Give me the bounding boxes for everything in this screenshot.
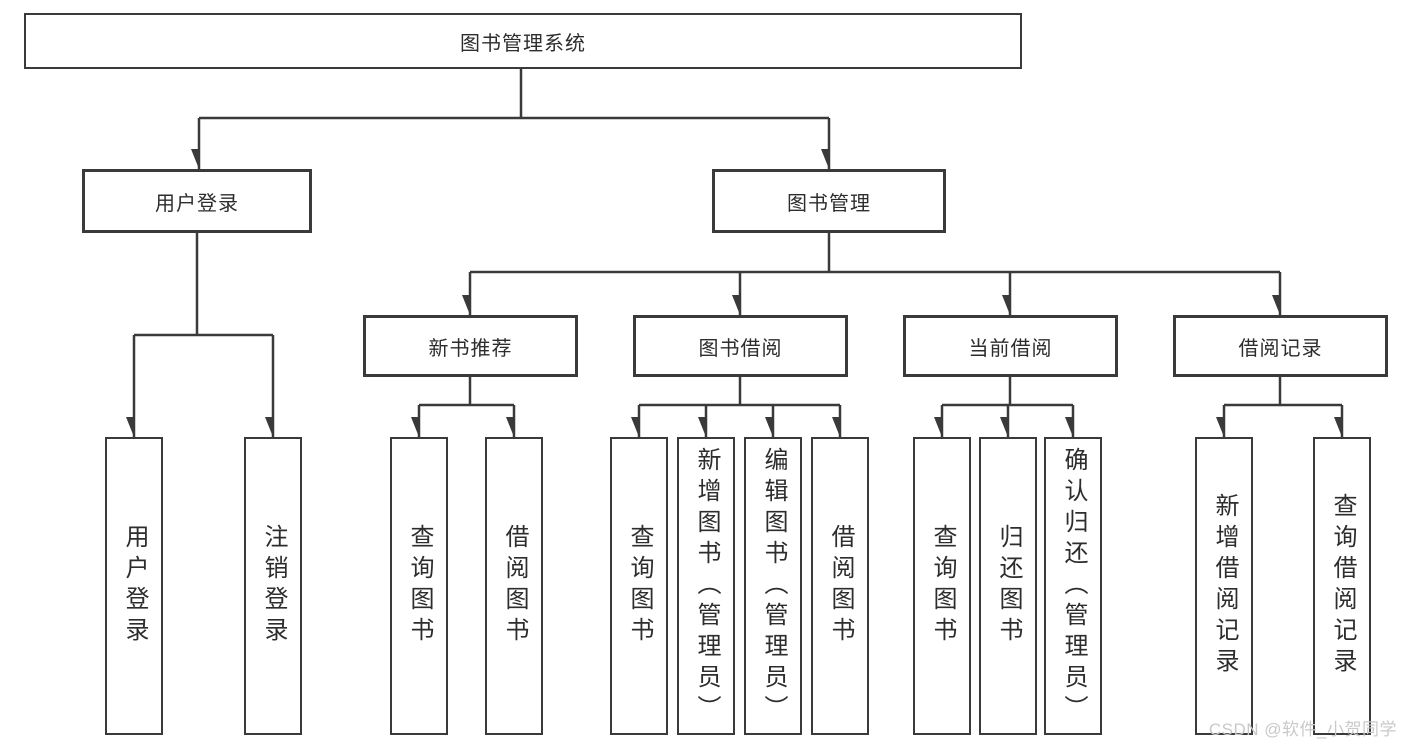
leaf-user-login: 用户登录: [105, 437, 163, 735]
node-current-borrowing-label: 当前借阅: [968, 337, 1053, 360]
node-book-management: 图书管理: [712, 169, 946, 233]
leaf-recommend-query-books-label: 查询图书: [406, 524, 433, 648]
leaf-add-book-admin-label: 新增图书（管理员）: [693, 446, 720, 726]
node-new-book-recommend: 新书推荐: [363, 315, 578, 377]
node-book-management-label: 图书管理: [787, 192, 871, 215]
node-new-book-recommend-label: 新书推荐: [428, 337, 513, 360]
leaf-query-borrow-record-label: 查询借阅记录: [1329, 493, 1356, 679]
leaf-recommend-borrow-books-label: 借阅图书: [501, 524, 528, 648]
leaf-add-borrow-record-label: 新增借阅记录: [1211, 493, 1238, 679]
leaf-recommend-borrow-books: 借阅图书: [485, 437, 543, 735]
node-user-login: 用户登录: [82, 169, 312, 233]
leaf-add-book-admin: 新增图书（管理员）: [677, 437, 735, 735]
node-book-borrowing: 图书借阅: [633, 315, 848, 377]
leaf-current-query-books-label: 查询图书: [929, 524, 956, 648]
leaf-borrow-query-books: 查询图书: [610, 437, 668, 735]
node-user-login-label: 用户登录: [155, 192, 239, 215]
leaf-current-query-books: 查询图书: [913, 437, 971, 735]
leaf-return-books: 归还图书: [979, 437, 1037, 735]
leaf-return-books-label: 归还图书: [995, 524, 1022, 648]
node-book-borrowing-label: 图书借阅: [698, 337, 783, 360]
leaf-edit-book-admin: 编辑图书（管理员）: [744, 437, 802, 735]
leaf-borrow-books: 借阅图书: [811, 437, 869, 735]
leaf-logout: 注销登录: [244, 437, 302, 735]
node-borrowing-records: 借阅记录: [1173, 315, 1388, 377]
node-current-borrowing: 当前借阅: [903, 315, 1118, 377]
leaf-edit-book-admin-label: 编辑图书（管理员）: [760, 446, 787, 726]
leaf-recommend-query-books: 查询图书: [390, 437, 448, 735]
leaf-confirm-return-admin: 确认归还（管理员）: [1044, 437, 1102, 735]
leaf-borrow-query-books-label: 查询图书: [626, 524, 653, 648]
leaf-logout-label: 注销登录: [260, 524, 287, 648]
node-library-system-label: 图书管理系统: [460, 32, 586, 55]
csdn-watermark: CSDN @软件_小贺同学: [1208, 720, 1397, 739]
leaf-add-borrow-record: 新增借阅记录: [1195, 437, 1253, 735]
leaf-confirm-return-admin-label: 确认归还（管理员）: [1060, 446, 1087, 726]
node-borrowing-records-label: 借阅记录: [1238, 337, 1323, 360]
node-library-system: 图书管理系统: [24, 13, 1022, 69]
leaf-borrow-books-label: 借阅图书: [827, 524, 854, 648]
leaf-query-borrow-record: 查询借阅记录: [1313, 437, 1371, 735]
leaf-user-login-label: 用户登录: [121, 524, 148, 648]
